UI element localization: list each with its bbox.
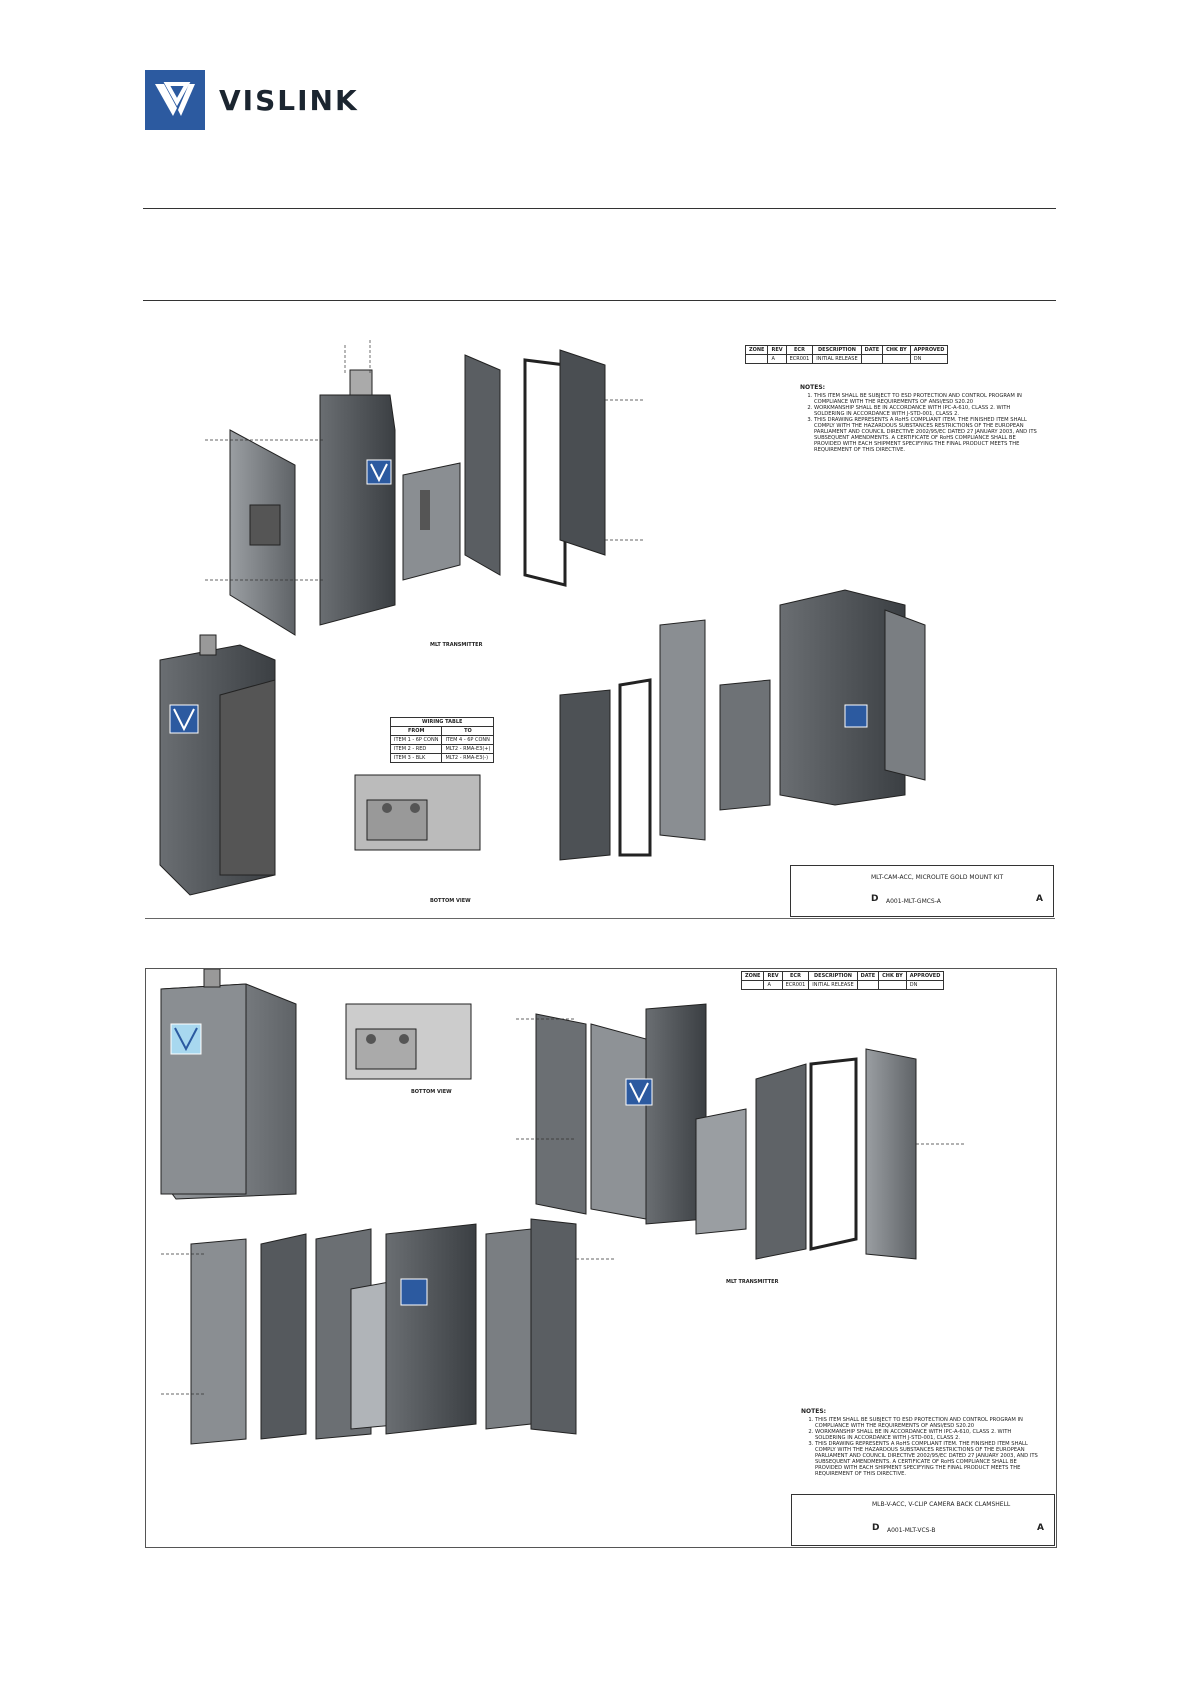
title-block: MLT-CAM-ACC, MICROLITE GOLD MOUNT KIT D … [790, 865, 1054, 917]
rev-cell: DN [909, 354, 949, 364]
note-item: THIS ITEM SHALL BE SUBJECT TO ESD PROTEC… [814, 393, 1040, 405]
rev-header-cell: DATE [860, 345, 884, 355]
rev-cell [740, 980, 765, 990]
rev-header-cell: ECR [781, 971, 810, 981]
title-block-dwg-no: A001-MLT-VCS-B [887, 1527, 936, 1534]
rev-cell: ECR001 [781, 980, 810, 990]
rev-cell: DN [905, 980, 945, 990]
title-block-2: MLB-V-ACC, V-CLIP CAMERA BACK CLAMSHELL … [791, 1494, 1055, 1546]
header-rule-bottom [143, 300, 1056, 301]
rev-header-cell: APPROVED [909, 345, 949, 355]
drawing-sheet-gold-mount: ZONE REV ECR DESCRIPTION DATE CHK BY APP… [145, 335, 1055, 919]
rev-cell [860, 354, 884, 364]
rev-header-cell: ECR [785, 345, 814, 355]
rev-cell: INITIAL RELEASE [812, 354, 862, 364]
exploded-assembly-drawing-2 [160, 969, 966, 1445]
rev-cell: A [767, 354, 787, 364]
rev-header-cell: DESCRIPTION [808, 971, 858, 981]
wiring-cell: ITEM 3 - BLK [389, 753, 443, 763]
rev-header-cell: DESCRIPTION [812, 345, 862, 355]
title-block-dwg-no: A001-MLT-GMCS-A [886, 898, 941, 905]
exploded-assembly-drawing [159, 340, 926, 896]
note-item: WORKMANSHIP SHALL BE IN ACCORDANCE WITH … [814, 405, 1040, 417]
wiring-cell: ITEM 4 - 6P CONN [441, 735, 495, 745]
wiring-table-title: WIRING TABLE [389, 717, 495, 727]
rev-header-cell: REV [767, 345, 787, 355]
title-block-title: MLT-CAM-ACC, MICROLITE GOLD MOUNT KIT [871, 874, 1004, 881]
rev-header-cell: ZONE [744, 345, 769, 355]
caption-bottom-view: BOTTOM VIEW [430, 898, 471, 904]
caption-bottom-view-2: BOTTOM VIEW [411, 1089, 452, 1095]
notes-title: NOTES: [801, 1408, 827, 1415]
wiring-header-cell: FROM [389, 726, 443, 736]
wiring-cell: ITEM 1 - 6P CONN [389, 735, 443, 745]
note-item: WORKMANSHIP SHALL BE IN ACCORDANCE WITH … [815, 1429, 1041, 1441]
rev-cell [856, 980, 880, 990]
brand-name: VISLINK [219, 83, 359, 117]
title-block-rev: A [1037, 1523, 1044, 1533]
caption-transmitter: MLT TRANSMITTER [430, 642, 483, 648]
title-block-size: D [871, 894, 879, 904]
notes-title: NOTES: [800, 384, 826, 391]
rev-cell [878, 980, 907, 990]
wiring-cell: ITEM 2 - RED [389, 744, 443, 754]
rev-header-cell: DATE [856, 971, 880, 981]
wiring-cell: MLT2 - RMA-E3(-) [441, 753, 495, 763]
revision-table: ZONE REV ECR DESCRIPTION DATE CHK BY APP… [744, 345, 949, 364]
vislink-logo: VISLINK [145, 70, 359, 130]
title-block-size: D [872, 1523, 880, 1533]
rev-cell: INITIAL RELEASE [808, 980, 858, 990]
rev-header-cell: APPROVED [905, 971, 945, 981]
rev-cell: A [763, 980, 783, 990]
vislink-logo-icon [145, 70, 205, 130]
rev-header-cell: REV [763, 971, 783, 981]
caption-transmitter-2: MLT TRANSMITTER [726, 1279, 779, 1285]
rev-cell [744, 354, 769, 364]
note-item: THIS DRAWING REPRESENTS A RoHS COMPLIANT… [815, 1441, 1041, 1477]
wiring-cell: MLT2 - RMA-E3(+) [441, 744, 495, 754]
title-block-title: MLB-V-ACC, V-CLIP CAMERA BACK CLAMSHELL [872, 1501, 1011, 1508]
drawing-notes: NOTES: THIS ITEM SHALL BE SUBJECT TO ESD… [800, 384, 1040, 454]
rev-header-cell: ZONE [740, 971, 765, 981]
rev-cell: ECR001 [785, 354, 814, 364]
drawing-sheet-v-clip: ZONE REV ECR DESCRIPTION DATE CHK BY APP… [145, 968, 1057, 1548]
rev-cell [882, 354, 911, 364]
rev-header-cell: CHK BY [878, 971, 907, 981]
note-item: THIS ITEM SHALL BE SUBJECT TO ESD PROTEC… [815, 1417, 1041, 1429]
rev-header-cell: CHK BY [882, 345, 911, 355]
drawing-notes-2: NOTES: THIS ITEM SHALL BE SUBJECT TO ESD… [801, 1408, 1041, 1478]
wiring-header-cell: TO [441, 726, 495, 736]
revision-table-2: ZONE REV ECR DESCRIPTION DATE CHK BY APP… [740, 971, 945, 990]
title-block-rev: A [1036, 894, 1043, 904]
header-rule-top [143, 208, 1056, 209]
note-item: THIS DRAWING REPRESENTS A RoHS COMPLIANT… [814, 417, 1040, 453]
